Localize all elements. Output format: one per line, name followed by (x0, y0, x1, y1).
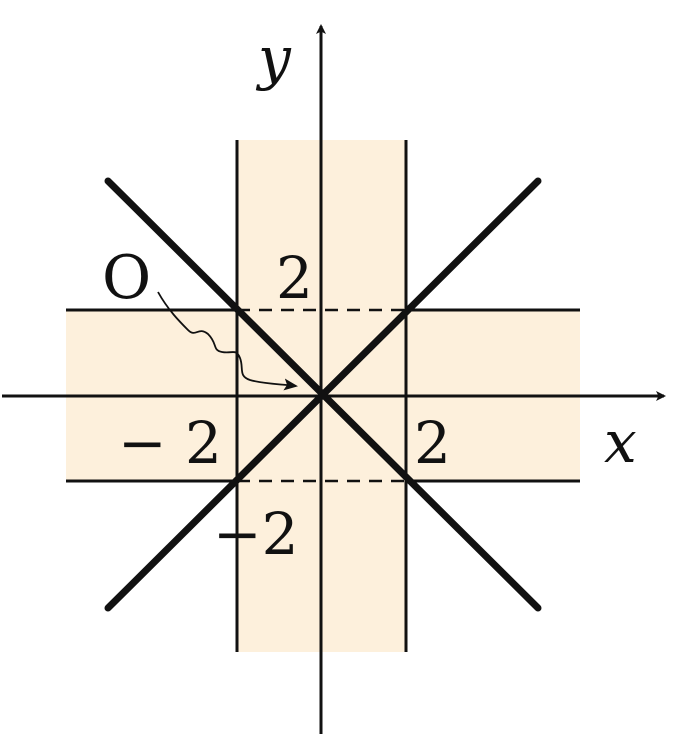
tick-label-y-neg-2: −2 (213, 500, 299, 568)
origin-label: O (102, 243, 151, 313)
x-axis-label: x (604, 408, 637, 476)
y-axis-label: y (255, 24, 292, 92)
tick-label-y-pos-2: 2 (276, 244, 313, 312)
origin-pointer-curve (157, 291, 298, 391)
axes (2, 24, 666, 734)
dashed-square (235, 308, 408, 483)
tick-label-x-pos-2: 2 (414, 409, 451, 477)
tick-label-x-neg-2: − 2 (118, 409, 222, 477)
labels: y x O 2 2 − 2 −2 (102, 24, 637, 568)
